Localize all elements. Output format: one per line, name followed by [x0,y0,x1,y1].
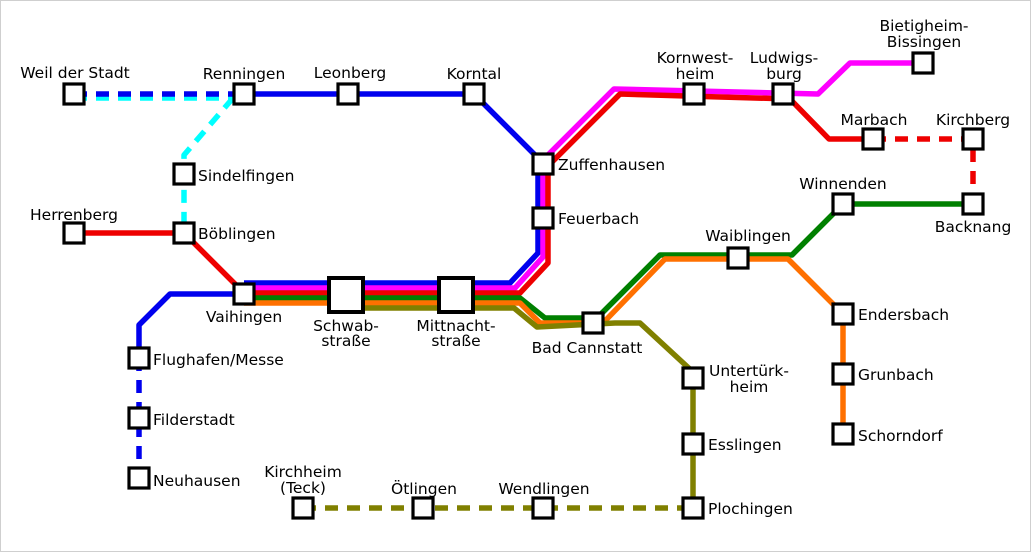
label-neuhausen: Neuhausen [153,472,241,490]
label-flughafen-messe: Flughafen/Messe [153,351,284,369]
station-vaihingen[interactable] [232,282,256,306]
station-schwabstrasse[interactable] [327,276,365,314]
label-ludwigsburg-1: Ludwigs- [750,49,819,67]
label-schorndorf: Schorndorf [858,427,943,445]
station-backnang[interactable] [961,192,985,216]
label-filderstadt: Filderstadt [153,411,235,429]
label-marbach: Marbach [841,111,908,129]
station-kirchberg[interactable] [961,127,985,151]
label-esslingen: Esslingen [708,436,782,454]
label-bietigheim-1: Bietigheim- [879,17,968,35]
label-kornwestheim-1: Kornwest- [657,49,734,67]
label-boeblingen: Böblingen [198,225,276,243]
line-olive [332,305,696,508]
label-kornwestheim-2: heim [676,65,715,83]
label-mittnachtstrasse-2: straße [431,332,480,350]
line-red-marbach-backnang [873,136,976,204]
label-waiblingen: Waiblingen [705,227,791,245]
label-kirchheim-2: (Teck) [280,479,326,497]
station-feuerbach[interactable] [531,206,555,230]
label-plochingen: Plochingen [708,500,793,518]
station-kornwestheim[interactable] [682,82,706,106]
station-waiblingen[interactable] [726,246,750,270]
station-boeblingen[interactable] [172,221,196,245]
label-bietigheim-2: Bissingen [887,33,961,51]
label-vaihingen: Vaihingen [206,308,282,326]
label-schwabstrasse-1: Schwab- [313,317,379,335]
line-magenta [244,60,923,291]
label-korntal: Korntal [447,65,502,83]
label-weil-der-stadt: Weil der Stadt [20,64,130,82]
station-bad-cannstatt[interactable] [581,311,605,335]
line-red-main [244,91,873,296]
label-schwabstrasse-2: straße [321,332,370,350]
label-oetlingen: Ötlingen [391,479,457,498]
station-neuhausen[interactable] [127,466,151,490]
station-labels: Weil der Stadt Renningen Leonberg Kornta… [20,17,1011,518]
station-esslingen[interactable] [681,432,705,456]
line-blue-main [244,91,541,286]
label-ludwigsburg-2: burg [766,65,802,83]
station-renningen[interactable] [232,82,256,106]
station-filderstadt[interactable] [127,406,151,430]
station-wendlingen[interactable] [531,496,555,520]
line-cyan-renningen-boeblingen [181,96,236,233]
label-backnang: Backnang [935,218,1012,236]
label-feuerbach: Feuerbach [558,210,639,228]
station-plochingen[interactable] [681,496,705,520]
label-grunbach: Grunbach [858,366,934,384]
station-grunbach[interactable] [831,362,855,386]
label-untertuerkheim-1: Untertürk- [709,362,789,380]
station-kirchheim-teck[interactable] [291,496,315,520]
label-renningen: Renningen [203,65,286,83]
station-mittnachtstrasse[interactable] [437,276,475,314]
station-endersbach[interactable] [831,302,855,326]
station-oetlingen[interactable] [411,496,435,520]
line-blue-airport [136,291,244,358]
station-ludwigsburg[interactable] [771,82,795,106]
station-winnenden[interactable] [831,192,855,216]
label-bad-cannstatt: Bad Cannstatt [532,339,643,357]
label-sindelfingen: Sindelfingen [198,167,294,185]
stations [62,51,985,520]
label-untertuerkheim-2: heim [730,378,769,396]
station-zuffenhausen[interactable] [531,152,555,176]
station-leonberg[interactable] [336,82,360,106]
label-zuffenhausen: Zuffenhausen [558,156,665,174]
station-untertuerkheim[interactable] [681,366,705,390]
label-wendlingen: Wendlingen [498,480,589,498]
label-endersbach: Endersbach [858,306,949,324]
station-weil-der-stadt[interactable] [62,82,86,106]
label-mittnachtstrasse-1: Mittnacht- [416,317,495,335]
station-schorndorf[interactable] [831,422,855,446]
label-winnenden: Winnenden [799,175,887,193]
station-flughafen-messe[interactable] [127,346,151,370]
station-herrenberg[interactable] [62,221,86,245]
station-korntal[interactable] [462,82,486,106]
station-marbach[interactable] [861,127,885,151]
label-leonberg: Leonberg [314,64,387,82]
station-sindelfingen[interactable] [172,162,196,186]
label-kirchheim-1: Kirchheim [264,463,342,481]
station-bietigheim-bissingen[interactable] [911,51,935,75]
label-herrenberg: Herrenberg [30,206,118,224]
label-kirchberg: Kirchberg [936,111,1010,129]
route-lines [74,60,976,511]
